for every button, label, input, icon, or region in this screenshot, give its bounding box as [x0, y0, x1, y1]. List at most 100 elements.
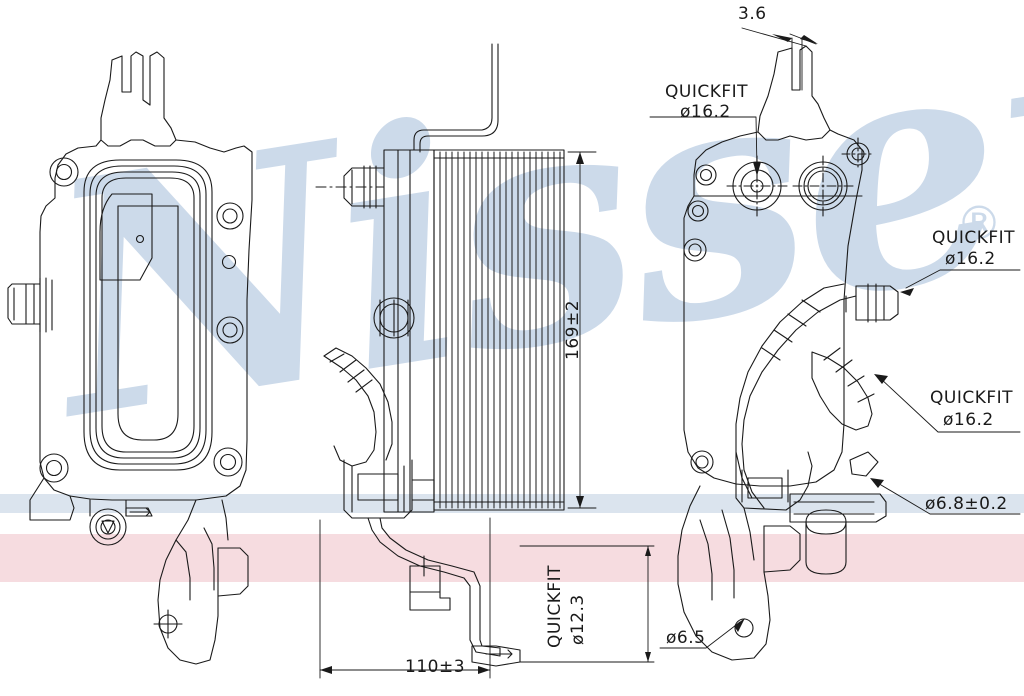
- rear-boss-2: [687, 200, 709, 222]
- lower-cylindrical-stub: [805, 509, 847, 575]
- left-hose-spigot: [7, 277, 53, 333]
- rear-boss-3: [683, 238, 707, 262]
- housing-top-left-edge: [39, 139, 102, 233]
- arrow-quickfit123-bottom: [645, 652, 651, 662]
- arrow-hole-diameter: [734, 618, 745, 632]
- dim-label-3-6: 3.6: [738, 4, 767, 24]
- dimension-lines: [319, 151, 655, 679]
- label-quickfit-right-upper-line2: ø16.2: [945, 249, 996, 269]
- lower-left-tab: [29, 477, 75, 521]
- bolt-boss-mid-right: [221, 254, 237, 270]
- lower-housing-window: [357, 473, 399, 501]
- right-upper-barb: [845, 283, 899, 323]
- right-view-rear-face: [677, 45, 899, 661]
- drain-pipe: [367, 517, 501, 657]
- bracket-mount-hole: [153, 609, 183, 639]
- interior-cavity: [117, 205, 179, 441]
- arrow-quickfit-right-upper: [900, 288, 914, 296]
- mount-strip: [789, 493, 887, 523]
- leader-hole-diameter: [659, 621, 741, 649]
- rear-bracket-leg: [677, 485, 771, 661]
- middle-view-fin-stack: [315, 43, 565, 667]
- rear-lower-window: [747, 477, 783, 499]
- arrow-hole-tolerance: [870, 478, 884, 488]
- bracket-rib-2: [203, 527, 215, 591]
- rear-rib-1: [699, 519, 713, 601]
- rear-boss-top-right: [841, 137, 875, 171]
- arrow-quickfit-top: [753, 162, 761, 176]
- label-quickfit-right-lower-line2: ø16.2: [943, 410, 994, 430]
- rear-boss-bottom-left: [690, 450, 714, 474]
- housing-top-right-edge: [175, 139, 253, 163]
- pipe-bracket-plate: [409, 565, 451, 611]
- rear-rib-3: [743, 507, 755, 561]
- label-quickfit-right-upper-line1: QUICKFIT: [932, 228, 1016, 248]
- bolt-boss-upper-right: [216, 202, 244, 230]
- mount-strip-lines: [793, 501, 875, 515]
- lower-housing-shelf: [411, 479, 435, 501]
- left-end-tank: [383, 149, 435, 513]
- leader-quickfit-right-upper: [905, 269, 1021, 289]
- clip-bracket: [125, 507, 153, 517]
- lower-housing-ribs: [351, 465, 405, 513]
- housing-outer-silhouette: [39, 161, 253, 501]
- mounting-prong-tab: [100, 51, 177, 147]
- gasket-groove-inner: [95, 171, 201, 459]
- background-band-pink: [0, 534, 1024, 582]
- locating-pin-hole: [135, 234, 145, 244]
- dim-label-hole-tolerance: ø6.8±0.2: [925, 494, 1008, 514]
- diagonal-hose-boss: [735, 283, 857, 509]
- rear-port-right: [792, 155, 854, 217]
- arrow-169-top: [576, 152, 584, 164]
- dim-label-110: 110±3: [405, 657, 466, 677]
- arrow-169-bottom: [576, 496, 584, 508]
- bracket-rib-1: [175, 539, 191, 601]
- gasket-groove-outer: [83, 159, 213, 471]
- leader-hole-tolerance: [875, 481, 1021, 515]
- clip-arrow: [129, 507, 151, 517]
- bolt-boss-upper-left: [49, 157, 79, 187]
- arrow-110-right: [478, 666, 490, 674]
- label-quickfit-bottom-line1: QUICKFIT: [545, 564, 565, 648]
- lower-housing-block: [343, 459, 413, 519]
- mid-port-boss: [373, 297, 415, 339]
- dim-label-hole-diameter: ø6.5: [666, 628, 706, 648]
- fin-plates: [439, 151, 561, 509]
- rear-boss-1: [695, 164, 717, 186]
- top-return-pipe-inner: [419, 43, 499, 153]
- arrow-110-left: [320, 666, 332, 674]
- gasket-groove-mid: [89, 165, 207, 465]
- leader-lines: [649, 27, 1021, 649]
- right-lower-quickconnect: [811, 347, 875, 431]
- angled-quick-connect: [323, 347, 393, 467]
- bottom-sensor-boss: [89, 499, 127, 546]
- rear-bracket-notch: [763, 525, 801, 573]
- rear-mounting-prong-tab: [757, 45, 831, 141]
- bracket-leg-left-outline: [157, 499, 219, 665]
- bolt-boss-bottom-right: [213, 447, 243, 477]
- fin-block-frame: [433, 149, 565, 511]
- upper-barb-nipple: [315, 165, 385, 209]
- drawing-geometry: [7, 27, 1021, 679]
- arrow-quickfit123-top: [645, 546, 651, 556]
- bracket-rib-3: [221, 499, 229, 541]
- foot-arrow: [485, 649, 513, 659]
- gasket-groove-inner2: [101, 177, 195, 453]
- label-quickfit-top-line2: ø16.2: [680, 102, 731, 122]
- inner-recess-shade: [99, 193, 153, 281]
- pipe-foot-plate: [471, 645, 521, 667]
- dim-label-169: 169±2: [563, 299, 583, 360]
- label-quickfit-right-lower-line1: QUICKFIT: [930, 388, 1014, 408]
- left-view-front-face: [7, 51, 253, 665]
- rear-lower-block: [735, 451, 813, 511]
- mount-strip-pad: [849, 451, 879, 477]
- bolt-boss-lower-left: [39, 453, 69, 483]
- arrow-36-right: [800, 35, 818, 44]
- label-quickfit-bottom-line2: ø12.3: [568, 594, 588, 645]
- arrow-quickfit-right-lower: [874, 374, 888, 384]
- leader-36-left: [741, 27, 807, 47]
- bracket-tab-notch: [217, 547, 249, 597]
- label-quickfit-top-line1: QUICKFIT: [665, 82, 749, 102]
